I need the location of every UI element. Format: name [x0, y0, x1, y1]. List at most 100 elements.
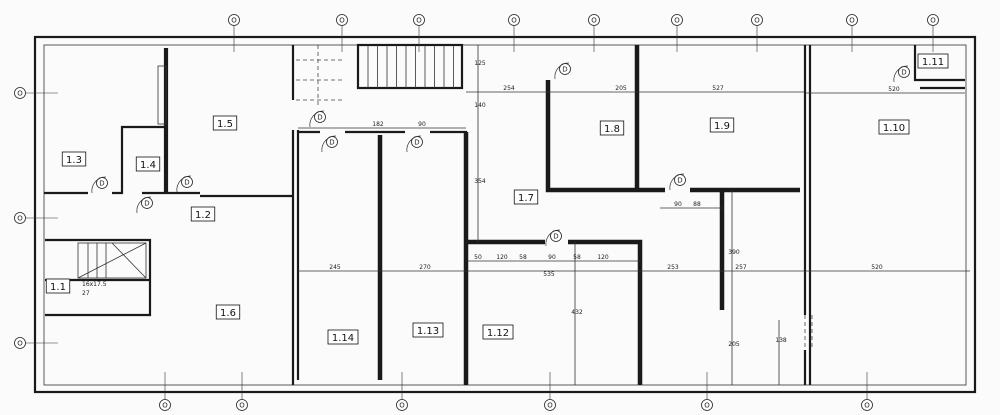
dimension-label: 245 [329, 264, 341, 271]
room-number: 1.4 [140, 160, 156, 171]
svg-text:D: D [562, 66, 567, 74]
room-number: 1.3 [66, 155, 82, 166]
door-marker-icon: D [554, 62, 571, 80]
svg-text:O: O [511, 17, 517, 25]
room-label-1.9: 1.9 [709, 117, 735, 133]
svg-text:O: O [704, 402, 710, 410]
svg-text:D: D [144, 200, 149, 208]
dimension-label: 88 [693, 201, 701, 208]
door-marker-icon: D [406, 135, 423, 153]
room-label-1.2: 1.2 [190, 206, 216, 222]
window-marker-icon: O [159, 372, 171, 411]
svg-text:O: O [162, 402, 168, 410]
svg-text:D: D [677, 177, 682, 185]
window-marker-icon: O [228, 14, 240, 52]
window-marker-icon: O [14, 212, 58, 224]
svg-text:D: D [184, 179, 189, 187]
window-marker-icon: O [846, 14, 858, 52]
dimension-label: 520 [888, 86, 900, 93]
dimension-label: 253 [667, 264, 679, 271]
window-marker-icon: O [544, 372, 556, 411]
window-marker-icon: O [14, 87, 58, 99]
dimension-label: 182 [372, 121, 384, 128]
door-marker-icon: D [321, 135, 338, 153]
door-markers: D D D D D D D D D D [91, 62, 910, 247]
room-number: 1.13 [417, 326, 439, 337]
room-label-1.14: 1.14 [327, 329, 359, 345]
dimension-lines [298, 45, 970, 385]
room-labels: 1.1 1.2 1.3 1.4 1.5 1.6 1.7 1.8 1.9 1.10 1.11 1.12 1… [45, 53, 949, 345]
svg-text:O: O [17, 215, 23, 223]
window-marker-icon: O [236, 372, 248, 411]
stair-note: 16x17.5 27 [82, 281, 107, 297]
room-number: 1.6 [220, 308, 236, 319]
svg-text:O: O [930, 17, 936, 25]
dimension-label: 90 [418, 121, 426, 128]
window-marker-icon: O [14, 337, 58, 349]
room-number: 1.7 [518, 193, 534, 204]
window-marker-icon: O [751, 14, 763, 52]
svg-text:D: D [414, 139, 419, 147]
svg-text:D: D [317, 114, 322, 122]
room-label-1.11: 1.11 [917, 53, 949, 69]
window-marker-icon: O [508, 14, 520, 52]
svg-text:D: D [901, 69, 906, 77]
door-marker-icon: D [91, 176, 108, 194]
dimension-label: 432 [571, 309, 583, 316]
room-label-1.13: 1.13 [412, 322, 444, 338]
dimension-label: 527 [712, 85, 724, 92]
room-number: 1.14 [332, 333, 354, 344]
room-label-1.3: 1.3 [61, 151, 87, 167]
svg-text:O: O [754, 17, 760, 25]
room-label-1.6: 1.6 [215, 304, 241, 320]
dimension-label: 270 [419, 264, 431, 271]
svg-text:O: O [416, 17, 422, 25]
window-marker-icon: O [701, 372, 713, 411]
window-marker-icon: O [588, 14, 600, 52]
dimension-label: 535 [543, 271, 555, 278]
svg-text:O: O [591, 17, 597, 25]
window-marker-icon: O [671, 14, 683, 52]
room-label-1.10: 1.10 [878, 119, 910, 135]
room-number: 1.2 [195, 210, 211, 221]
staircase-top [296, 43, 464, 105]
window-marker-icon: O [336, 14, 348, 52]
dimension-label: 120 [597, 254, 609, 261]
outer-walls [33, 35, 977, 394]
dimension-label: 125 [474, 60, 486, 67]
svg-text:D: D [99, 180, 104, 188]
room-number: 1.9 [714, 121, 730, 132]
dimension-label: 58 [573, 254, 581, 261]
dimension-label: 354 [474, 178, 486, 185]
window-markers: O O O O O O O O O O O O O O O O O O [14, 14, 939, 411]
svg-text:O: O [849, 17, 855, 25]
door-marker-icon: D [176, 175, 193, 193]
door-marker-icon: D [893, 65, 910, 83]
dimension-label: 520 [871, 264, 883, 271]
stair-note-count: 27 [82, 290, 90, 297]
svg-text:O: O [864, 402, 870, 410]
svg-text:O: O [17, 340, 23, 348]
dimension-label: 120 [496, 254, 508, 261]
room-number: 1.5 [217, 119, 233, 130]
room-number: 1.10 [883, 123, 905, 134]
svg-text:O: O [547, 402, 553, 410]
room-label-1.12: 1.12 [482, 324, 514, 340]
room-label-1.1: 1.1 [45, 278, 71, 294]
staircase-1-1 [77, 242, 147, 279]
dimension-label: 205 [728, 341, 740, 348]
stair-note-steps: 16x17.5 [82, 281, 107, 288]
door-marker-icon: D [545, 229, 562, 247]
room-number: 1.11 [922, 57, 944, 68]
dimension-label: 90 [548, 254, 556, 261]
door-marker-icon: D [309, 110, 326, 128]
room-label-1.7: 1.7 [513, 189, 539, 205]
dimension-label: 257 [735, 264, 747, 271]
interior-walls [44, 45, 965, 385]
window-marker-icon: O [396, 372, 408, 411]
room-label-1.5: 1.5 [212, 115, 238, 131]
dimension-label: 58 [519, 254, 527, 261]
svg-text:O: O [674, 17, 680, 25]
room-number: 1.8 [604, 124, 620, 135]
dimension-label: 140 [474, 102, 486, 109]
